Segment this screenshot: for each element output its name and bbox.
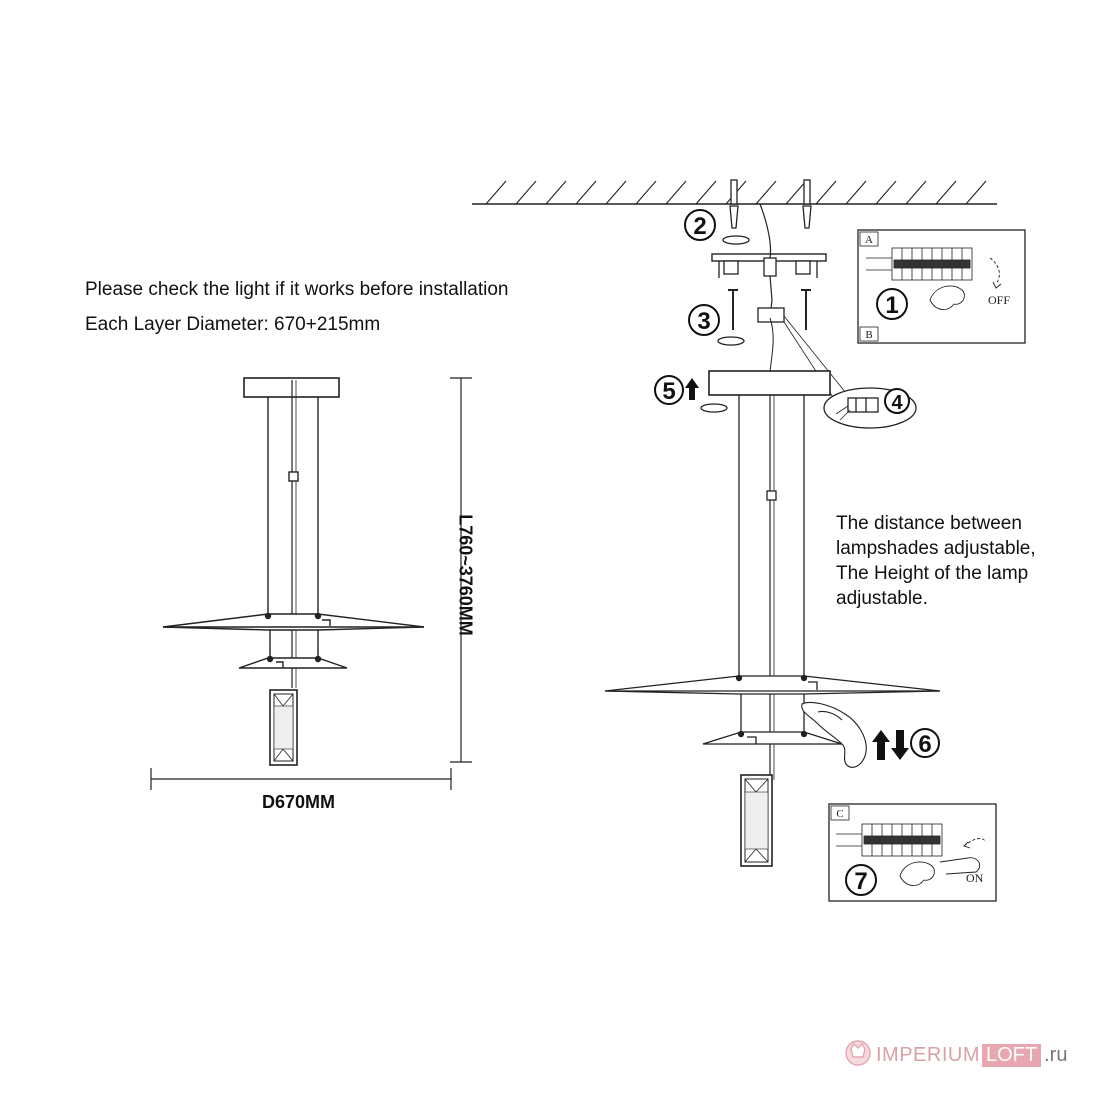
- svg-text:5: 5: [662, 378, 675, 405]
- screw-right: [801, 289, 811, 330]
- svg-text:1: 1: [885, 292, 898, 319]
- svg-text:A: A: [865, 234, 873, 246]
- upper-lampshade: [604, 674, 941, 695]
- lamp-dimension-drawing: [150, 377, 472, 790]
- width-dimension-line: [150, 768, 452, 790]
- width-dimension-label: D670MM: [262, 792, 336, 812]
- svg-text:C: C: [836, 808, 843, 820]
- svg-text:7: 7: [854, 868, 867, 895]
- adjustable-note-line: The Height of the lamp: [836, 563, 1029, 584]
- brand-logo-icon: [845, 1040, 871, 1066]
- svg-text:ON: ON: [966, 871, 984, 885]
- check-before-install-note: Please check the light if it works befor…: [85, 279, 509, 300]
- rotate-icon: [722, 235, 750, 245]
- length-dimension-line: [450, 377, 472, 763]
- step-badge-3: 3: [688, 304, 720, 336]
- lower-lampshade: [702, 730, 843, 745]
- svg-text:3: 3: [697, 308, 710, 335]
- length-dimension-label: L760~3760MM: [455, 514, 476, 636]
- screw-left: [728, 289, 738, 330]
- arrow-up-down-icon: [872, 730, 909, 760]
- pendant-body: [740, 774, 773, 867]
- adjustable-note-line: adjustable.: [836, 588, 928, 609]
- hand-icon: [899, 861, 935, 886]
- brand-watermark: IMPERIUM LOFT .ru: [830, 1040, 1067, 1070]
- step-badge-4: 4: [884, 388, 910, 414]
- brand-name: IMPERIUM: [876, 1043, 980, 1066]
- svg-text:2: 2: [693, 213, 706, 240]
- hand-icon: [929, 285, 965, 310]
- svg-text:B: B: [865, 329, 872, 341]
- hand-icon: [801, 701, 867, 768]
- step-badge-5: 5: [654, 375, 684, 405]
- svg-text:OFF: OFF: [988, 293, 1010, 307]
- step-badge-2: 2: [684, 209, 716, 241]
- panel-switch-off: A B OFF 1: [857, 229, 1026, 344]
- arrow-up-icon: [685, 378, 699, 400]
- canopy: [708, 370, 831, 396]
- svg-text:6: 6: [918, 731, 931, 758]
- pendant-body: [269, 689, 298, 766]
- panel-switch-on: C ON 7: [828, 803, 997, 902]
- brand-highlight: LOFT: [982, 1043, 1042, 1067]
- rotate-icon: [717, 336, 745, 346]
- adjustable-note-line: The distance between: [836, 513, 1022, 534]
- upper-lampshade: [162, 612, 425, 631]
- layer-diameter-note: Each Layer Diameter: 670+215mm: [85, 314, 381, 335]
- svg-text:4: 4: [891, 392, 903, 414]
- adjustable-note: The distance between lampshades adjustab…: [836, 511, 1036, 611]
- lower-lampshade: [238, 655, 348, 669]
- breaker-switch-icon: [866, 247, 973, 281]
- rotate-icon: [700, 403, 728, 413]
- adjustable-note-line: lampshades adjustable,: [836, 538, 1036, 559]
- brand-tld: .ru: [1044, 1043, 1068, 1066]
- mounting-plate: [711, 253, 827, 278]
- breaker-switch-icon: [836, 823, 943, 857]
- step-badge-6: 6: [910, 728, 940, 758]
